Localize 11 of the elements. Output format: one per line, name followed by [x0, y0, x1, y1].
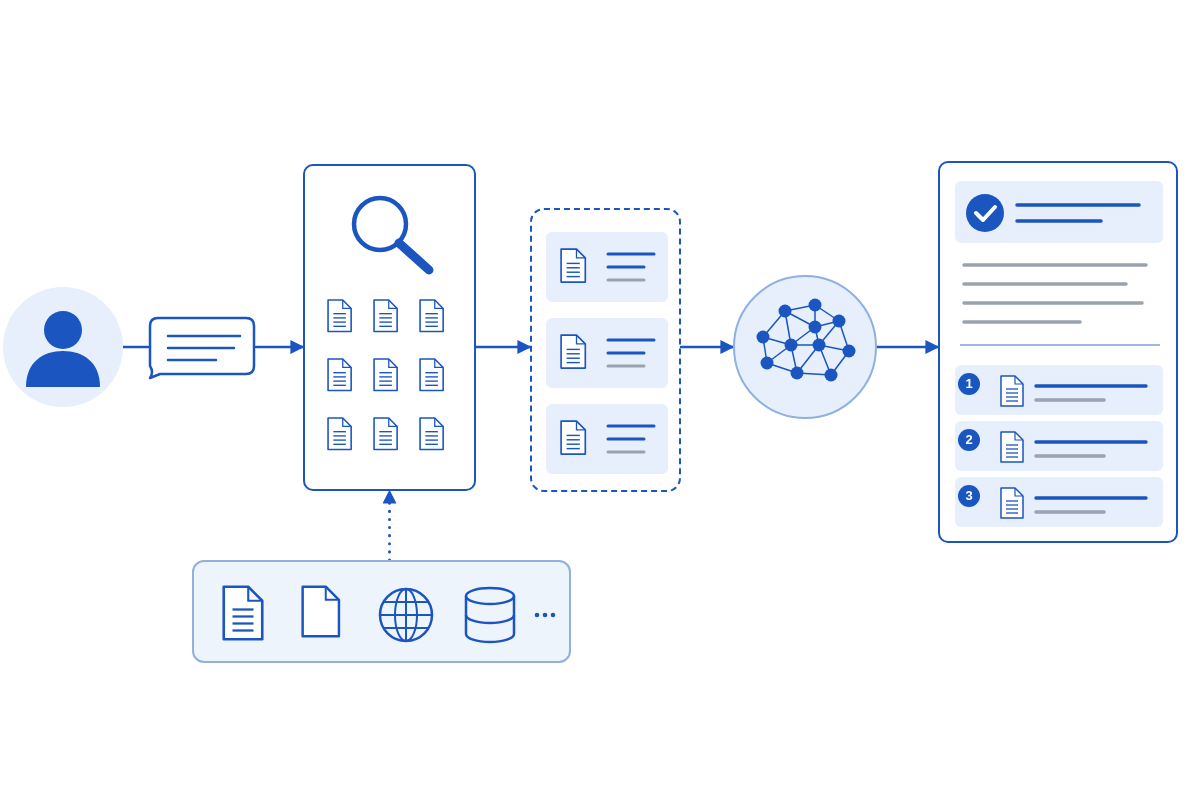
- arrow: [679, 340, 735, 354]
- arrow: [474, 340, 532, 354]
- connector-line: [121, 345, 150, 349]
- arrow: [875, 340, 940, 354]
- answer-card: [938, 161, 1178, 543]
- arrow: [382, 489, 397, 562]
- data-sources-panel: [192, 560, 571, 663]
- arrow: [254, 340, 305, 354]
- search-panel: [303, 164, 476, 491]
- message-bubble: [148, 316, 256, 380]
- retrieved-chunks-panel: [530, 208, 681, 492]
